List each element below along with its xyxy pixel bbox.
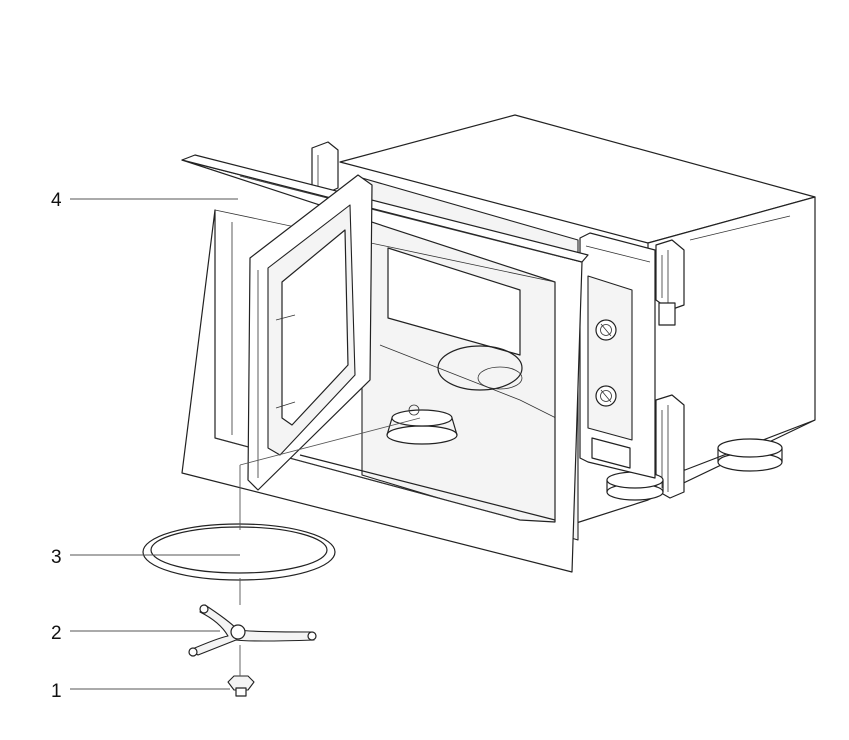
assembly-axis — [239, 417, 421, 676]
roller-coupling — [386, 404, 458, 445]
trim-frame — [181, 154, 589, 573]
mounting-bracket-lower-right — [655, 394, 685, 499]
foot-rear-right — [717, 438, 783, 472]
callout-4: 4 — [51, 190, 238, 211]
callout-2: 2 — [51, 623, 220, 644]
callout-1: 1 — [51, 681, 230, 702]
control-panel — [579, 232, 656, 479]
callout-3-number: 3 — [51, 547, 62, 568]
callout-1-number: 1 — [51, 681, 62, 702]
roller-ring — [188, 604, 317, 657]
control-knob-upper — [595, 319, 617, 341]
oven-door — [247, 174, 373, 491]
coupler — [227, 675, 255, 697]
callout-2-number: 2 — [51, 623, 62, 644]
callout-4-number: 4 — [51, 190, 62, 211]
control-knob-lower — [595, 385, 617, 407]
microwave-body — [339, 114, 816, 526]
glass-tray — [142, 523, 336, 581]
mounting-bracket-upper-right — [655, 239, 685, 326]
callout-3: 3 — [51, 547, 240, 568]
